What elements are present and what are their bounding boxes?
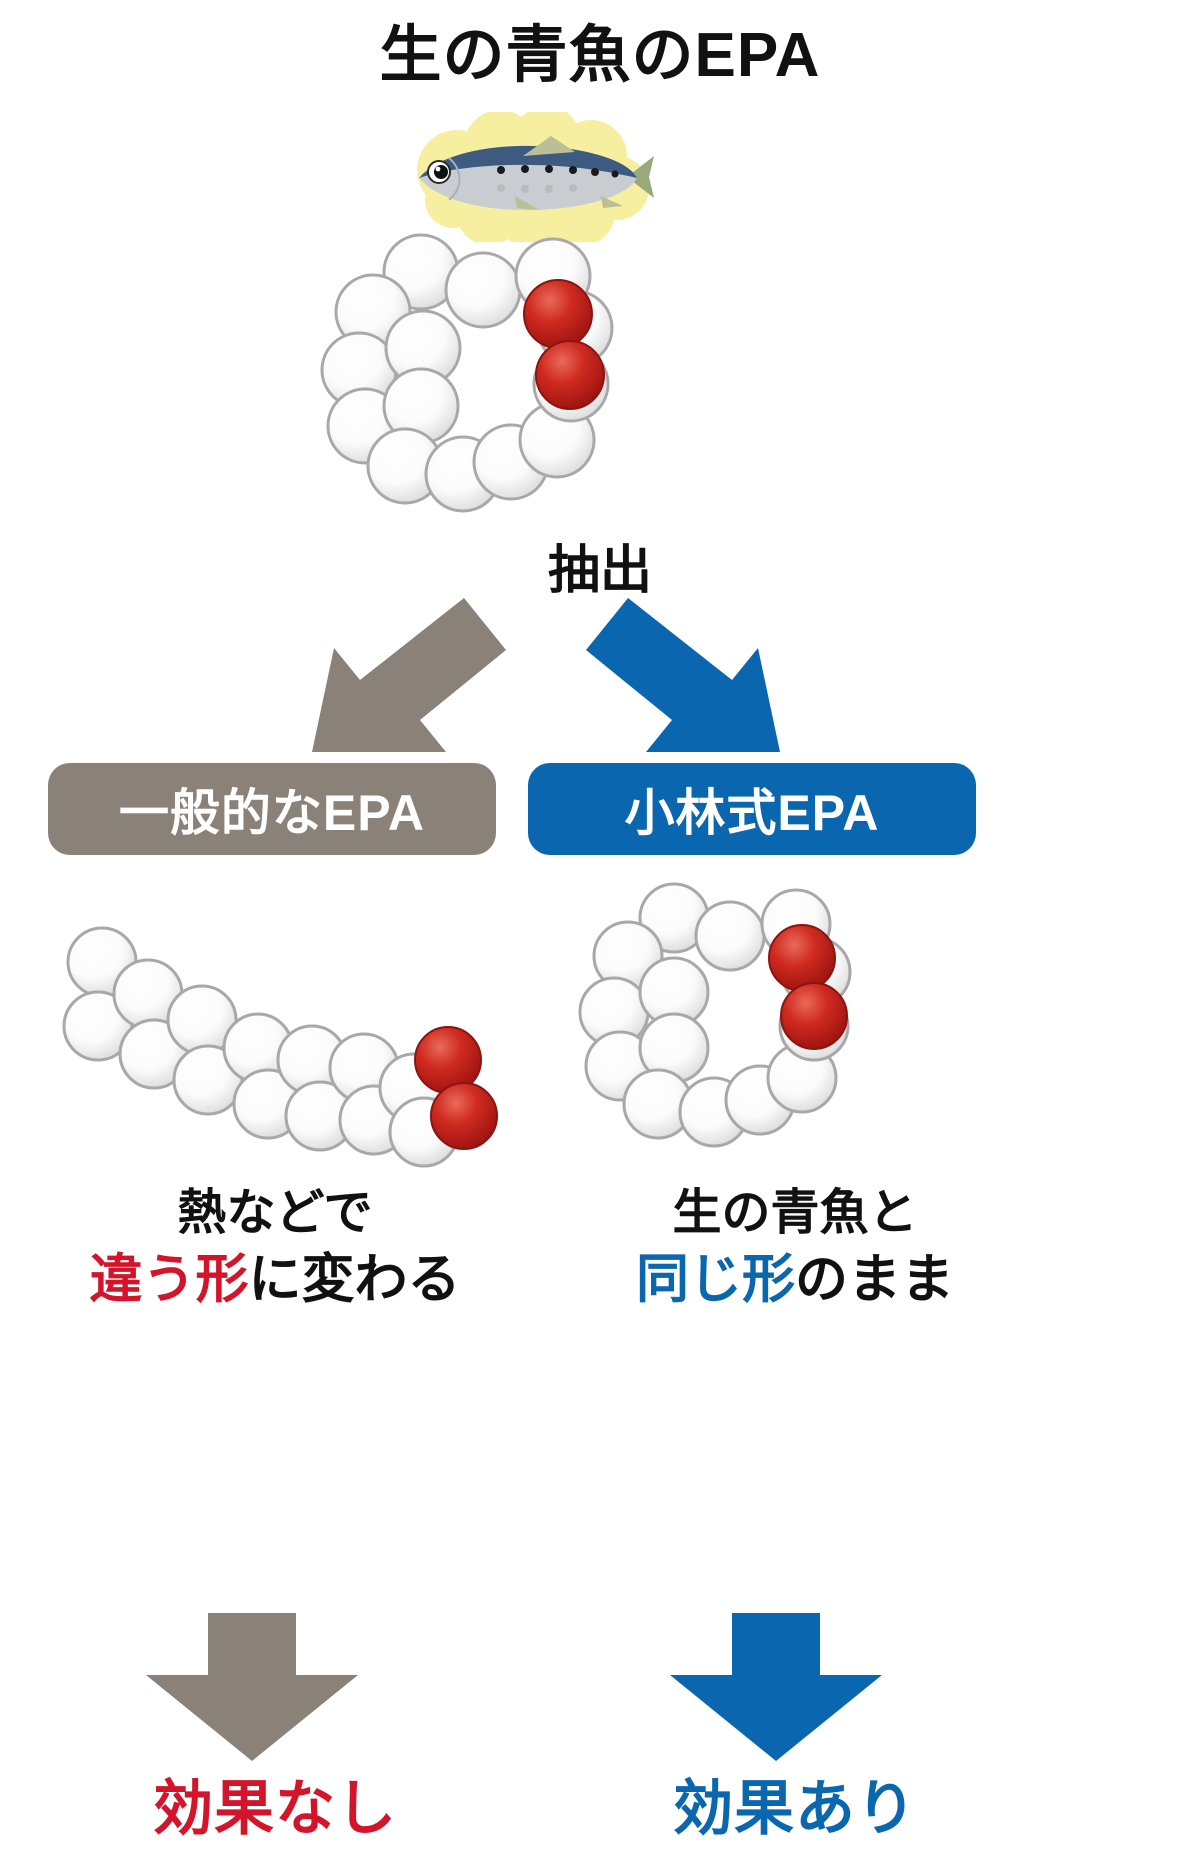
pill-kobayashi-epa[interactable]: 小林式EPA — [528, 763, 976, 855]
caption-kobayashi: 生の青魚と 同じ形のまま — [540, 1185, 1050, 1311]
caption-kobayashi-rest: のまま — [795, 1249, 954, 1309]
caption-general-line2: 違う形に変わる — [20, 1249, 530, 1312]
ring-molecule-icon-top — [320, 230, 665, 520]
caption-general-highlight: 違う形 — [89, 1249, 249, 1309]
caption-general: 熱などで 違う形に変わる — [20, 1185, 530, 1311]
caption-kobayashi-line1: 生の青魚と — [672, 1186, 918, 1240]
down-arrow-gray — [146, 1613, 358, 1761]
caption-general-rest: に変わる — [248, 1249, 461, 1309]
caption-kobayashi-line2: 同じ形のまま — [540, 1249, 1050, 1312]
result-kobayashi: 効果あり — [673, 1775, 917, 1842]
caption-general-line1: 熱などで — [177, 1186, 373, 1240]
caption-kobayashi-highlight: 同じ形 — [636, 1249, 795, 1309]
zigzag-chain-molecule-icon — [62, 920, 502, 1168]
source-fish-illustration — [395, 112, 665, 242]
pill-general-epa[interactable]: 一般的なEPA — [48, 763, 496, 855]
ring-molecule-icon-bottom — [578, 880, 890, 1150]
pill-kobayashi-epa-label: 小林式EPA — [624, 785, 880, 841]
extract-label: 抽出 — [547, 542, 652, 600]
down-arrow-blue — [670, 1613, 882, 1761]
blue-fish-icon — [419, 136, 654, 211]
diagonal-arrow-blue — [586, 598, 780, 752]
result-general: 効果なし — [153, 1775, 397, 1842]
page-title: 生の青魚のEPA — [379, 21, 821, 90]
pill-general-epa-label: 一般的なEPA — [118, 785, 426, 841]
diagonal-arrow-gray — [312, 598, 506, 752]
